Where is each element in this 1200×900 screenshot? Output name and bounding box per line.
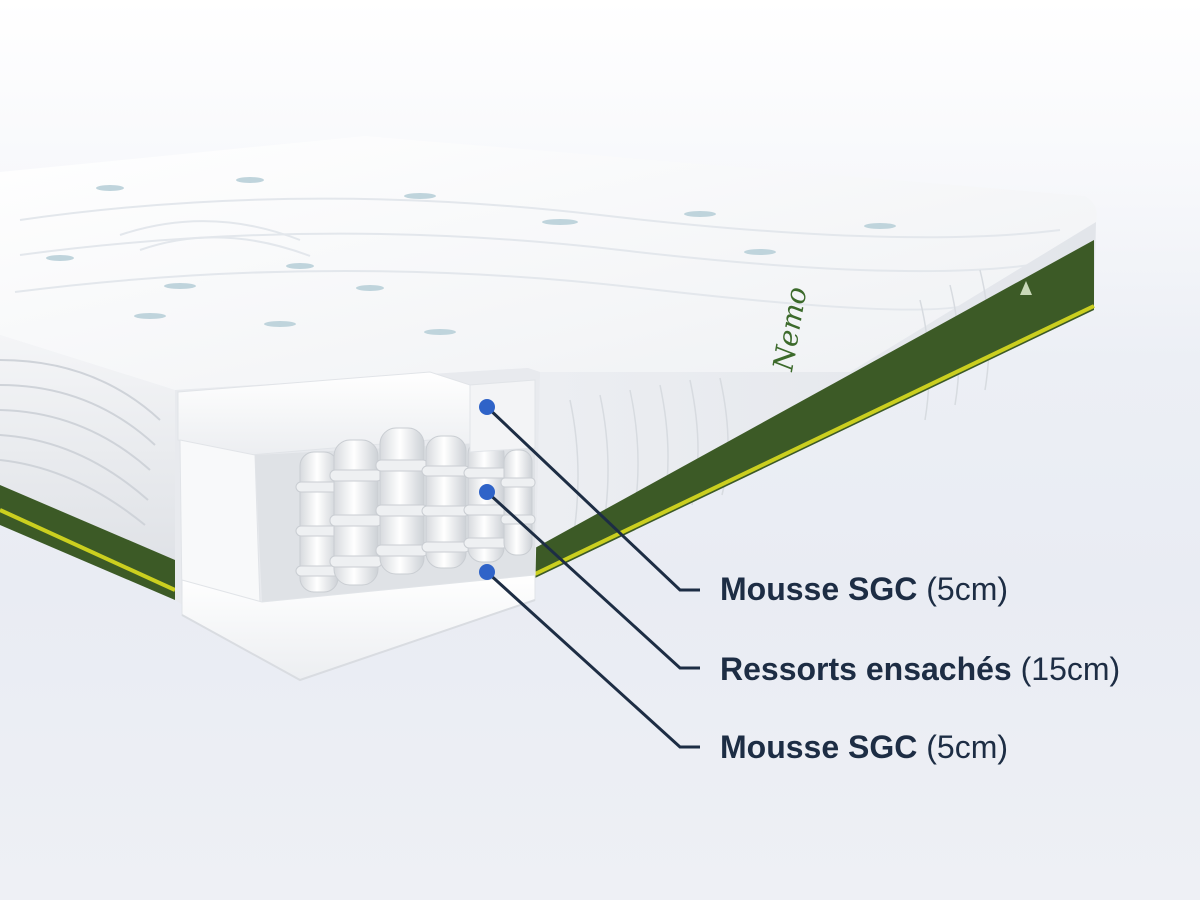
layer-thickness: (5cm) xyxy=(926,729,1009,765)
layer-name: Mousse SGC xyxy=(720,729,918,765)
callout-bottom-foam-line xyxy=(485,570,700,749)
layer-label-springs: Ressorts ensachés (15cm) xyxy=(720,649,1120,689)
left-yellow-piping xyxy=(0,508,176,592)
callout-top-foam-dot xyxy=(479,399,495,415)
layer-thickness: (15cm) xyxy=(1020,651,1121,687)
callouts xyxy=(479,399,700,749)
pocket-springs xyxy=(295,427,536,593)
layer-thickness: (5cm) xyxy=(926,571,1009,607)
front-green-border xyxy=(535,240,1094,578)
layer-label-top-foam: Mousse SGC (5cm) xyxy=(720,569,1008,609)
callout-springs-dot xyxy=(479,484,495,500)
layer-name: Mousse SGC xyxy=(720,571,918,607)
layer-name: Ressorts ensachés xyxy=(720,651,1012,687)
cutaway-section xyxy=(175,368,540,682)
leaf-emblem-icon xyxy=(1020,281,1032,295)
callout-springs-line xyxy=(485,490,700,670)
callout-bottom-foam-dot xyxy=(479,564,495,580)
layer-label-bottom-foam: Mousse SGC (5cm) xyxy=(720,727,1008,767)
callout-top-foam-line xyxy=(485,405,700,592)
quilting-pattern xyxy=(14,197,1061,311)
mattress-left-side xyxy=(0,335,175,600)
front-yellow-piping xyxy=(534,304,1095,576)
